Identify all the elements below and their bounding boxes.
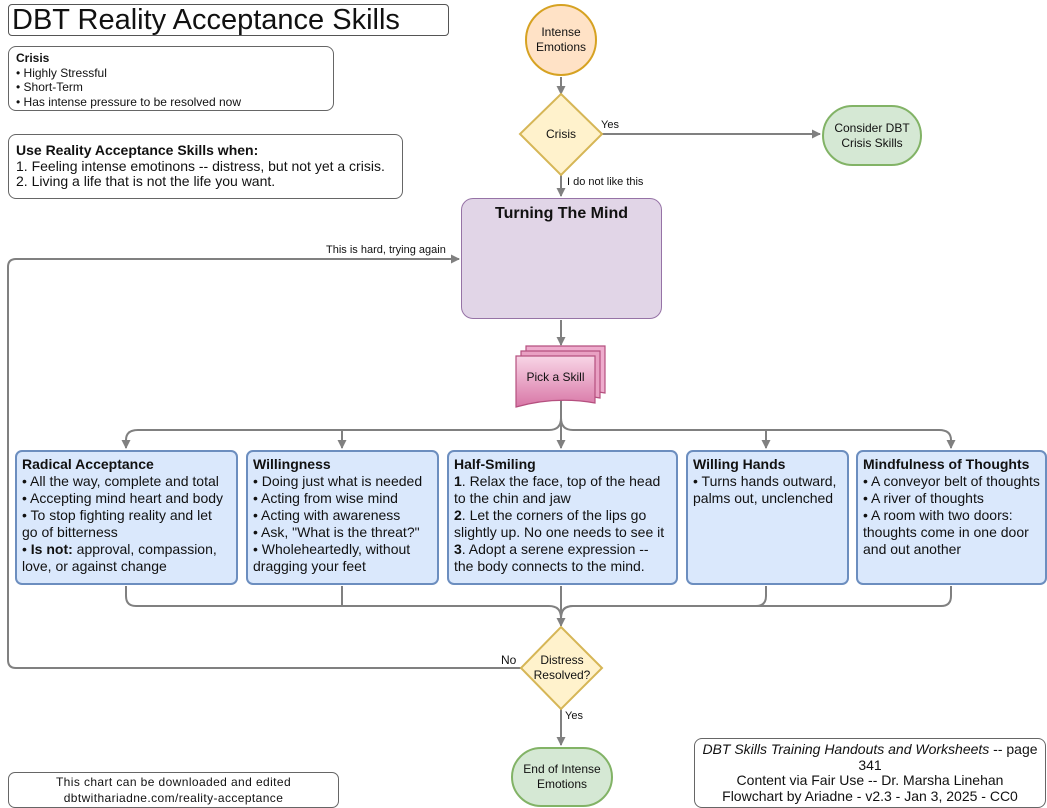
turning-title: Turning The Mind xyxy=(494,205,628,222)
skill-radical-acceptance[interactable]: Radical Acceptance • All the way, comple… xyxy=(15,450,238,585)
skill-step: 1. Relax the face, top of the head to th… xyxy=(454,473,671,507)
crisis-note-item: • Highly Stressful xyxy=(16,65,107,80)
edge-skills-merge xyxy=(125,586,566,627)
crisis-label: Crisis xyxy=(546,127,576,141)
when-note-item: 1. Feeling intense emotinons -- distress… xyxy=(16,157,385,174)
skill-line: • A conveyor belt of thoughts xyxy=(863,473,1040,489)
skill-mindfulness-of-thoughts[interactable]: Mindfulness of Thoughts • A conveyor bel… xyxy=(856,450,1047,585)
credit-note: DBT Skills Training Handouts and Workshe… xyxy=(694,738,1046,808)
pick-skill-stack xyxy=(515,345,606,408)
edge-resolved-no xyxy=(7,254,521,669)
yes-crisis-label: Yes xyxy=(601,119,619,131)
crisis-note-item: • Short-Term xyxy=(16,80,83,94)
skill-line: • Acting from wise mind xyxy=(253,490,398,506)
crisis-definition-note: Crisis • Highly Stressful • Short-Term •… xyxy=(8,46,334,111)
is-not-label: Is not: xyxy=(30,541,73,557)
step-number: 2 xyxy=(454,507,462,523)
skill-line: • Is not: approval, compassion, love, or… xyxy=(22,541,217,574)
skill-title: Willingness xyxy=(253,456,331,472)
skill-title: Radical Acceptance xyxy=(22,456,154,472)
consider-crisis-skills-node[interactable]: Consider DBT Crisis Skills xyxy=(822,105,922,166)
step-text: . Adopt a serene expression -- the body … xyxy=(454,541,649,574)
skill-line: • A room with two doors: thoughts come i… xyxy=(863,507,1029,557)
edge-pick-split xyxy=(121,400,562,449)
download-note: This chart can be downloaded and edited … xyxy=(8,772,339,808)
turning-the-mind-node[interactable]: Turning The Mind xyxy=(461,198,662,319)
skill-half-smiling[interactable]: Half-Smiling 1. Relax the face, top of t… xyxy=(447,450,678,585)
is-not-text: approval, compassion, love, or against c… xyxy=(22,541,217,574)
distress-label: Distress Resolved? xyxy=(533,653,591,682)
no-resolved-label: No xyxy=(501,653,517,667)
when-to-use-note: Use Reality Acceptance Skills when: 1. F… xyxy=(8,134,403,199)
skill-willingness[interactable]: Willingness • Doing just what is needed … xyxy=(246,450,439,585)
skill-title: Willing Hands xyxy=(693,456,786,472)
credit-source: DBT Skills Training Handouts and Workshe… xyxy=(702,741,990,757)
pick-label: Pick a Skill xyxy=(526,369,585,384)
skill-title: Half-Smiling xyxy=(454,456,536,472)
yes-resolved-label: Yes xyxy=(565,710,583,722)
crisis-diamond xyxy=(518,92,604,177)
step-text: . Relax the face, top of the head to the… xyxy=(454,473,661,506)
start-label: Intense Emotions xyxy=(535,25,587,54)
pick-a-skill-node[interactable]: Pick a Skill xyxy=(516,358,595,396)
skill-willing-hands[interactable]: Willing Hands • Turns hands outward, pal… xyxy=(686,450,849,585)
skill-line: • All the way, complete and total xyxy=(22,473,219,489)
retry-label: This is hard, trying again xyxy=(326,244,446,256)
crisis-note-heading: Crisis xyxy=(16,51,50,65)
distress-resolved-node[interactable]: Distress Resolved? xyxy=(521,627,603,709)
page-title: DBT Reality Acceptance Skills xyxy=(8,4,449,36)
credit-author: Flowchart by Ariadne - v2.3 - Jan 3, 202… xyxy=(722,787,1018,804)
crisis-note-item: • Has intense pressure to be resolved no… xyxy=(16,94,241,109)
distress-diamond xyxy=(519,625,604,711)
skill-line: • Wholeheartedly, without dragging your … xyxy=(253,541,411,574)
download-url[interactable]: dbtwithariadne.com/reality-acceptance xyxy=(63,790,284,805)
credit-fair-use: Content via Fair Use -- Dr. Marsha Lineh… xyxy=(736,772,1004,788)
consider-label: Consider DBT Crisis Skills xyxy=(834,120,910,150)
skill-line: • Turns hands outward, palms out, unclen… xyxy=(693,473,837,506)
step-text: . Let the corners of the lips go slightl… xyxy=(454,507,665,540)
no-crisis-label: I do not like this xyxy=(567,176,644,188)
when-note-heading: Use Reality Acceptance Skills when: xyxy=(16,142,259,158)
skill-line: • Ask, "What is the threat?" xyxy=(253,524,420,540)
skill-step: 3. Adopt a serene expression -- the body… xyxy=(454,541,671,575)
credit-page: -- page 341 xyxy=(858,741,1038,773)
step-number: 3 xyxy=(454,541,462,557)
skill-line: • Accepting mind heart and body xyxy=(22,490,224,506)
step-number: 1 xyxy=(454,473,462,489)
skill-step: 2. Let the corners of the lips go slight… xyxy=(454,507,671,541)
download-note-text: This chart can be downloaded and edited xyxy=(55,775,292,789)
skill-line: • To stop fighting reality and let go of… xyxy=(22,507,212,540)
skill-title: Mindfulness of Thoughts xyxy=(863,456,1030,472)
crisis-node[interactable]: Crisis xyxy=(520,94,602,175)
end-node[interactable]: End of Intense Emotions xyxy=(511,747,613,807)
when-note-item: 2. Living a life that is not the life yo… xyxy=(16,173,276,189)
skill-line: • A river of thoughts xyxy=(863,490,984,506)
start-node[interactable]: Intense Emotions xyxy=(525,4,597,76)
skill-line: • Acting with awareness xyxy=(253,507,401,523)
skill-line: • Doing just what is needed xyxy=(253,473,423,489)
credit-source-line: DBT Skills Training Handouts and Workshe… xyxy=(695,741,1045,773)
end-label: End of Intense Emotions xyxy=(523,762,601,791)
